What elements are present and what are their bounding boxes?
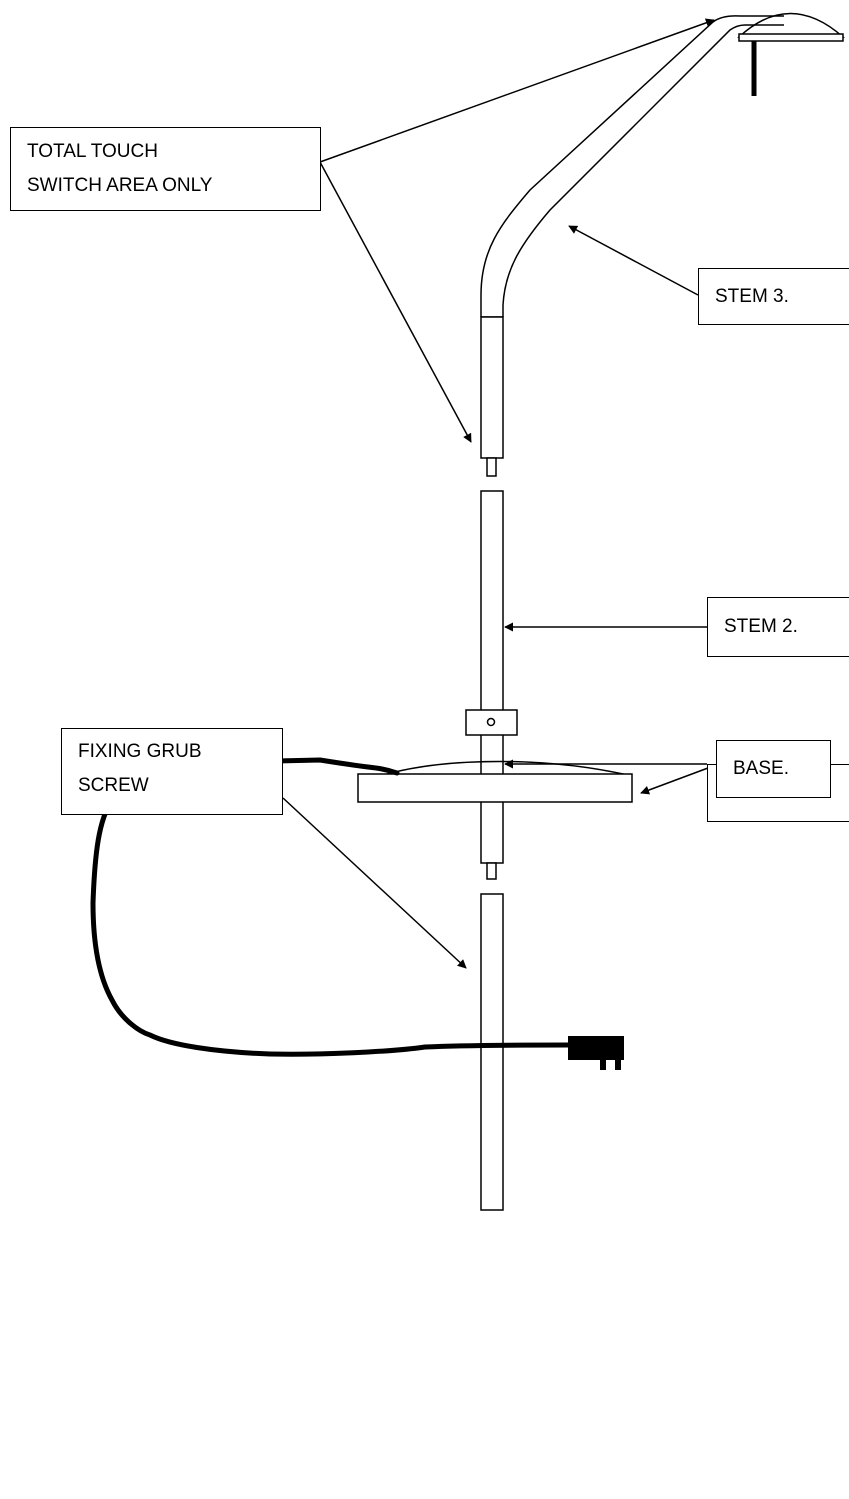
power-cable — [90, 757, 624, 1070]
label-stem-2: STEM 2. — [707, 597, 849, 657]
leader-lines — [282, 18, 717, 969]
arrow-fixing-grub — [282, 797, 467, 969]
stem-3-arm — [480, 15, 784, 477]
arrow-touch-to-top — [319, 18, 715, 163]
stem-2-tube — [480, 490, 504, 880]
label-stem-3: STEM 3. — [698, 268, 849, 325]
label-total-touch-switch-area: TOTAL TOUCH SWITCH AREA ONLY — [10, 127, 321, 211]
plug-icon — [568, 1036, 624, 1060]
arrow-touch-to-joint — [319, 161, 472, 443]
lamp-base — [357, 709, 633, 803]
label-fixing-grub-screw: FIXING GRUB SCREW — [61, 728, 283, 815]
arrow-base — [640, 764, 717, 795]
arrow-stem-3 — [568, 225, 699, 296]
lamp-head — [737, 12, 845, 96]
stem-1-tube — [480, 893, 504, 1211]
label-base: BASE. — [716, 740, 831, 798]
